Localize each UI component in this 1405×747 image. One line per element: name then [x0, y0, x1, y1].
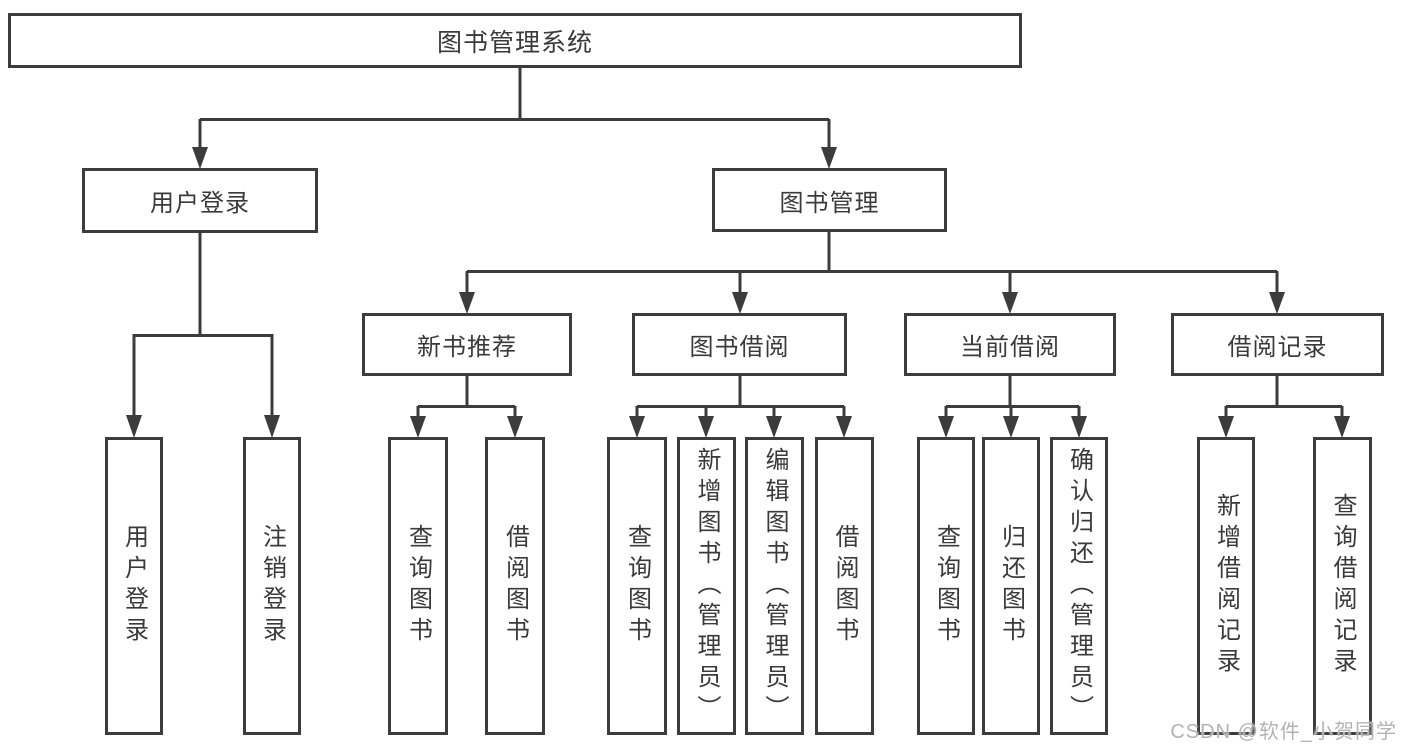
node-user-login: 用户登录	[82, 168, 318, 233]
leaf-query-borrow-record-label: 查询借阅记录	[1329, 493, 1356, 679]
leaf-query-books-borrow: 查询图书	[607, 437, 667, 735]
leaf-edit-books-admin-label: 编辑图书（管理员）	[761, 446, 788, 726]
leaf-return-books: 归还图书	[982, 437, 1040, 735]
leaf-user-login: 用户登录	[105, 437, 163, 735]
node-current-borrow: 当前借阅	[904, 313, 1116, 376]
node-book-mgmt: 图书管理	[712, 168, 947, 232]
node-root-label: 图书管理系统	[436, 28, 593, 57]
node-user-login-label: 用户登录	[150, 190, 250, 217]
node-book-mgmt-label: 图书管理	[779, 189, 880, 217]
leaf-add-books-admin: 新增图书（管理员）	[677, 437, 736, 735]
leaf-add-borrow-record: 新增借阅记录	[1197, 437, 1255, 735]
leaf-query-borrow-record: 查询借阅记录	[1313, 437, 1372, 735]
leaf-borrow-books-recommend-label: 借阅图书	[501, 524, 529, 648]
leaf-borrow-books: 借阅图书	[815, 437, 874, 735]
leaf-logout: 注销登录	[243, 437, 301, 735]
node-book-borrow-label: 图书借阅	[689, 334, 790, 361]
leaf-add-borrow-record-label: 新增借阅记录	[1212, 493, 1240, 679]
leaf-query-books-current: 查询图书	[917, 437, 975, 735]
leaf-confirm-return-admin-label: 确认归还（管理员）	[1065, 446, 1093, 726]
leaf-query-books-borrow-label: 查询图书	[623, 524, 651, 648]
node-new-book-recommend: 新书推荐	[362, 313, 572, 376]
node-root: 图书管理系统	[8, 13, 1022, 68]
leaf-borrow-books-recommend: 借阅图书	[485, 437, 545, 735]
node-borrow-records-label: 借阅记录	[1227, 334, 1328, 361]
watermark: CSDN @软件_小贺同学	[1170, 721, 1397, 743]
leaf-logout-label: 注销登录	[258, 524, 286, 648]
leaf-return-books-label: 归还图书	[997, 524, 1025, 648]
leaf-query-books-recommend-label: 查询图书	[404, 524, 432, 648]
node-new-book-recommend-label: 新书推荐	[417, 334, 517, 361]
leaf-confirm-return-admin: 确认归还（管理员）	[1050, 437, 1108, 735]
leaf-borrow-books-label: 借阅图书	[831, 524, 858, 648]
node-current-borrow-label: 当前借阅	[960, 334, 1060, 361]
leaf-edit-books-admin: 编辑图书（管理员）	[745, 437, 804, 735]
leaf-add-books-admin-label: 新增图书（管理员）	[693, 446, 720, 726]
node-borrow-records: 借阅记录	[1171, 313, 1384, 376]
node-book-borrow: 图书借阅	[632, 313, 847, 376]
leaf-user-login-label: 用户登录	[120, 524, 148, 648]
leaf-query-books-current-label: 查询图书	[932, 524, 960, 648]
leaf-query-books-recommend: 查询图书	[388, 437, 448, 735]
